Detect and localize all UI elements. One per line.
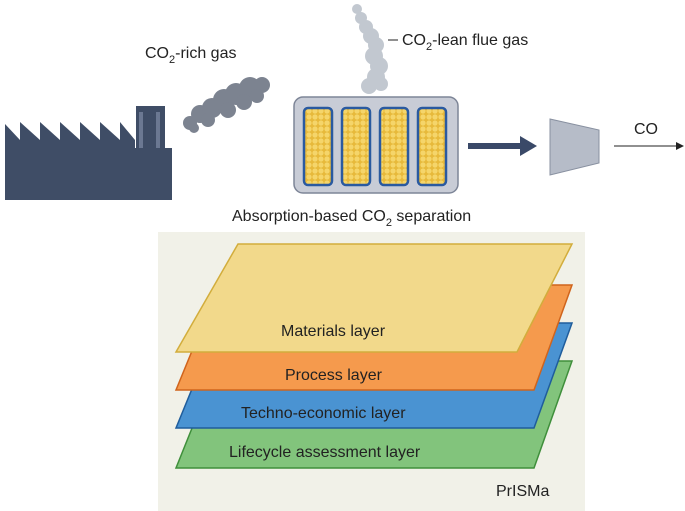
framework-name: PrISMa [496, 483, 549, 500]
absorption-column-4 [416, 106, 448, 187]
factory-icon [5, 106, 172, 200]
rich-gas-label: CO2-rich gas [145, 45, 236, 66]
techno-economic-layer-label: Techno-economic layer [241, 405, 406, 422]
flow-arrow-icon [468, 136, 537, 156]
process-layer-label: Process layer [285, 367, 383, 384]
materials-layer [174, 243, 574, 353]
lean-gas-label: CO2-lean flue gas [402, 32, 528, 53]
absorption-column-3 [378, 106, 410, 187]
absorption-column-2 [340, 106, 372, 187]
lifecycle-assessment-layer-label: Lifecycle assessment layer [229, 444, 421, 461]
compressor-output-label: CO [634, 121, 658, 138]
factory-building [5, 106, 172, 200]
chimney-stripe-right [156, 112, 160, 148]
output-arrow-icon [614, 142, 684, 150]
separation-label: Absorption-based CO2 separation [232, 208, 471, 229]
lean-gas-plume-icon [352, 4, 388, 94]
absorption-columns [302, 106, 448, 187]
rich-gas-cloud-icon [183, 77, 270, 133]
absorption-column-1 [302, 106, 334, 187]
materials-layer-label: Materials layer [281, 323, 386, 340]
compressor-icon [549, 118, 600, 176]
chimney-stripe-left [139, 112, 143, 148]
absorption-unit [293, 96, 459, 194]
layer-stack [174, 243, 574, 469]
